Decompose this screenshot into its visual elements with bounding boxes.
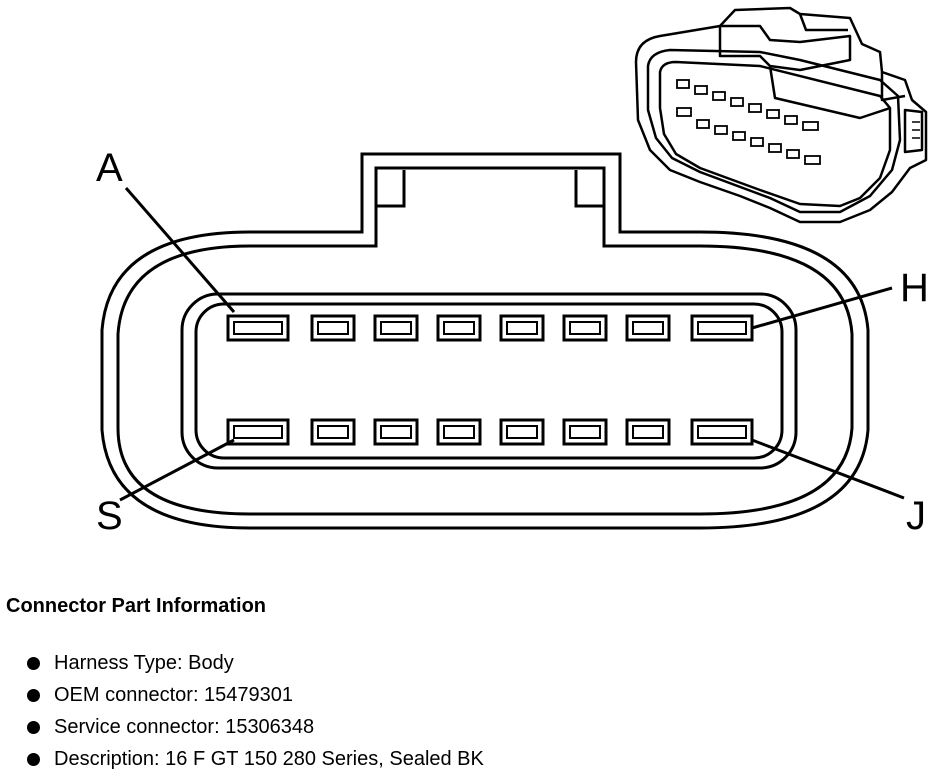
pin-label-j: J [906, 494, 926, 538]
bottom-pin-cavity-8 [690, 418, 754, 446]
bottom-pin-cavity-inner-2 [317, 425, 349, 439]
top-pin-cavity-inner-7 [632, 321, 664, 335]
bottom-pin-cavity-inner-8 [697, 425, 747, 439]
bottom-pin-cavity-inner-4 [443, 425, 475, 439]
bottom-pin-cavity-inner-6 [569, 425, 601, 439]
bottom-pin-cavity-inner-1 [233, 425, 283, 439]
leader-line-j [751, 438, 905, 500]
pin-row-bottom [226, 418, 754, 446]
connector-3d-pins [676, 79, 821, 165]
leader-line-s [119, 438, 235, 502]
info-list: Harness Type: Body OEM connector: 154793… [6, 647, 906, 775]
pin-label-s: S [96, 494, 123, 538]
top-pin-cavity-inner-8 [697, 321, 747, 335]
top-pin-cavity-inner-1 [233, 321, 283, 335]
info-item-oem-connector: OEM connector: 15479301 [6, 679, 906, 711]
top-pin-cavity-inner-2 [317, 321, 349, 335]
leader-lines [119, 187, 905, 502]
top-pin-cavity-8 [690, 314, 754, 342]
connector-face-outline [100, 152, 870, 530]
bottom-pin-cavity-inner-7 [632, 425, 664, 439]
pin-label-a: A [96, 146, 123, 190]
bottom-pin-cavity-inner-5 [506, 425, 538, 439]
top-pin-cavity-inner-6 [569, 321, 601, 335]
connector-face-diagram [100, 6, 928, 530]
info-item-service-connector: Service connector: 15306348 [6, 711, 906, 743]
leader-line-a [124, 187, 236, 313]
top-pin-cavity-1 [226, 314, 290, 342]
leader-line-h [751, 286, 893, 330]
pin-row-top [226, 314, 754, 342]
connector-part-information: Connector Part Information Harness Type:… [6, 593, 906, 775]
info-title: Connector Part Information [6, 595, 267, 617]
info-item-description: Description: 16 F GT 150 280 Series, Sea… [6, 743, 906, 775]
bottom-pin-cavity-inner-3 [380, 425, 412, 439]
info-item-harness-type: Harness Type: Body [6, 647, 906, 679]
bottom-pin-cavity-1 [226, 418, 290, 446]
top-pin-cavity-inner-4 [443, 321, 475, 335]
pin-label-h: H [900, 266, 929, 310]
top-pin-cavity-inner-3 [380, 321, 412, 335]
top-pin-cavity-inner-5 [506, 321, 538, 335]
connector-3d-illustration [634, 6, 928, 224]
